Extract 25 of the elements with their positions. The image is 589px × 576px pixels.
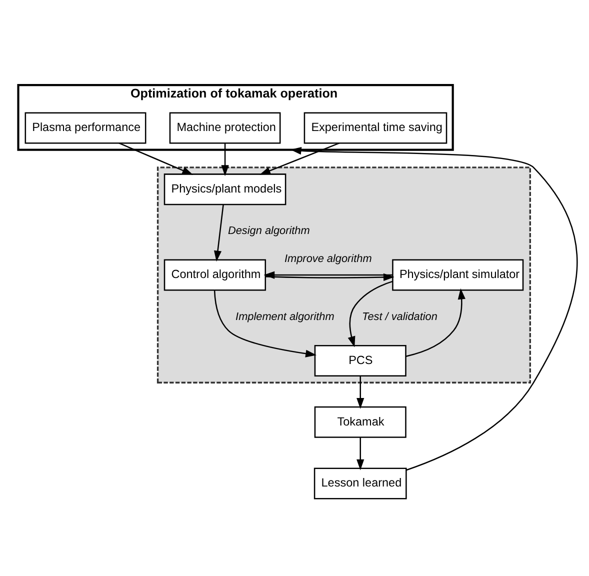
arrow <box>348 280 393 347</box>
node-box: PCS <box>314 344 406 376</box>
arrow <box>290 146 578 470</box>
arrow <box>214 290 317 357</box>
arrow <box>356 376 364 408</box>
node-box: Physics/plant simulator <box>392 258 524 290</box>
node-box: Experimental time saving <box>304 112 448 144</box>
edge-label: Design algorithm <box>228 224 310 237</box>
arrow <box>356 436 364 470</box>
node-box: Lesson learned <box>314 467 407 499</box>
arrow <box>118 142 194 174</box>
edge-label: Test / validation <box>362 310 438 322</box>
edge-label: Improve algorithm <box>284 252 372 264</box>
arrow <box>260 142 340 174</box>
arrow <box>221 142 229 176</box>
arrow <box>406 288 466 356</box>
node-box: Control algorithm <box>164 258 266 290</box>
node-box: Machine protection <box>169 112 281 144</box>
arrow <box>264 270 392 278</box>
arrow <box>266 272 394 281</box>
node-box: Physics/plant models <box>164 173 286 205</box>
node-box: Tokamak <box>314 406 406 438</box>
arrow <box>214 204 224 262</box>
edge-label: Implement algorithm <box>236 310 334 322</box>
node-box: Plasma performance <box>24 112 146 144</box>
